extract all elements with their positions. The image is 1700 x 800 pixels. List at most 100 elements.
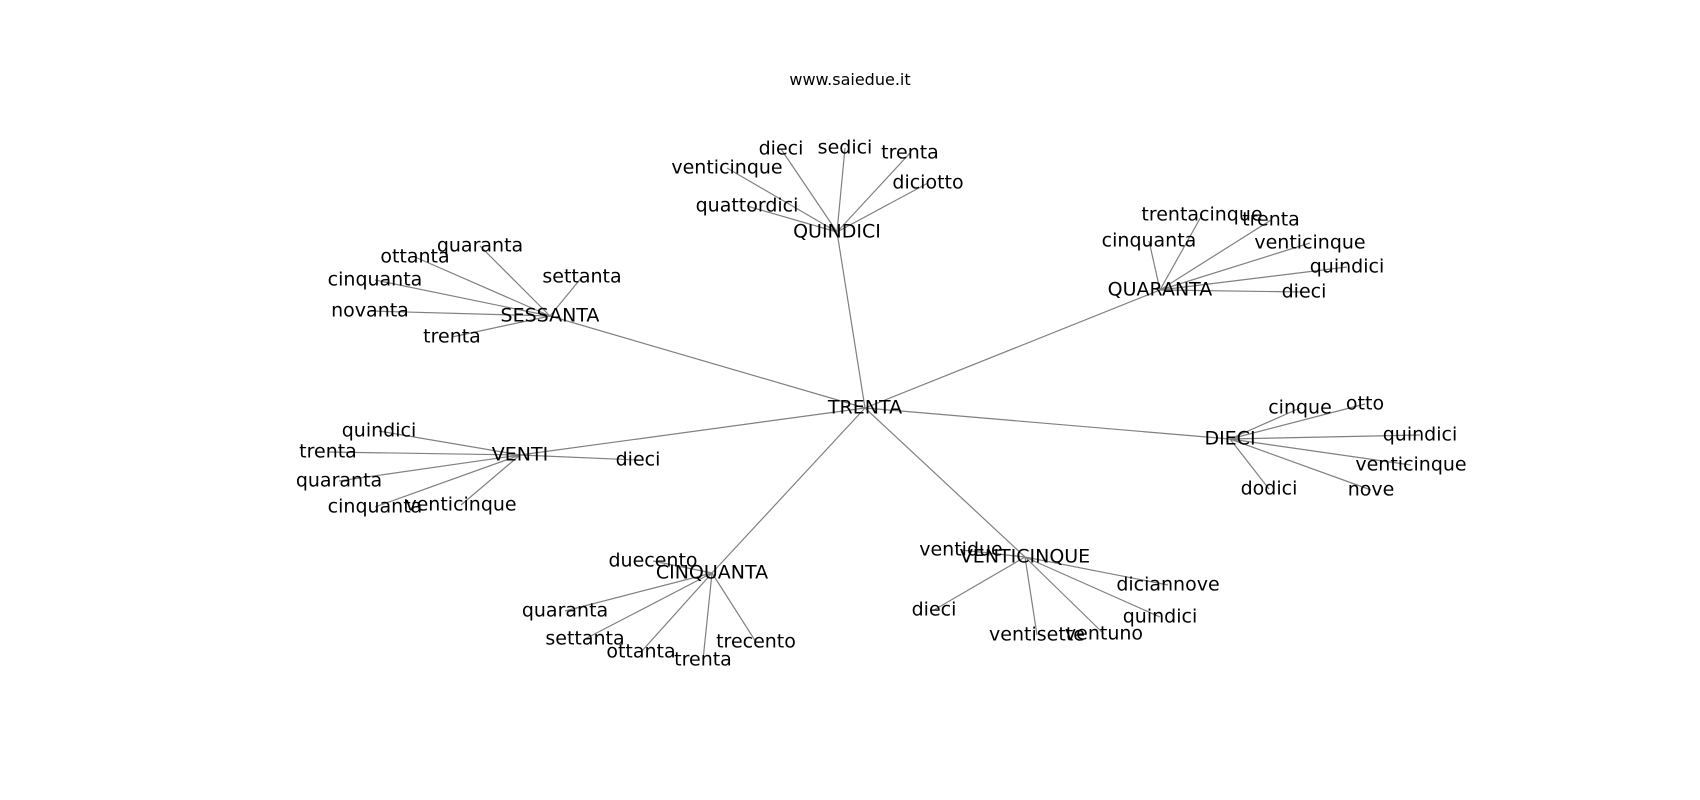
node-leaf-quaranta-quindici: quindici	[1310, 256, 1385, 278]
node-leaf-cinquanta-trecento: trecento	[716, 631, 796, 653]
node-leaf-venticinque-quindici: quindici	[1123, 606, 1198, 628]
edge-dieci-otto	[1229, 403, 1366, 440]
node-leaf-quindici-diciotto: diciotto	[892, 172, 963, 194]
edge-quaranta-dieci	[1159, 289, 1305, 293]
node-leaf-sessanta-cinquanta: cinquanta	[328, 269, 423, 291]
node-hub-dieci: DIECI	[1204, 428, 1255, 450]
node-leaf-cinquanta-ottanta: ottanta	[606, 641, 675, 663]
edge-dieci-quindici	[1229, 434, 1421, 440]
node-leaf-venti-quaranta: quaranta	[296, 470, 382, 492]
node-leaf-cinquanta-trenta: trenta	[674, 649, 732, 671]
node-leaf-venti-dieci: dieci	[616, 449, 661, 471]
edge-dieci-venticinque	[1229, 438, 1412, 466]
node-leaf-quindici-dieci: dieci	[759, 138, 804, 160]
edge-quindici-trenta	[836, 152, 911, 233]
edge-venticinque-ventidue	[960, 549, 1026, 558]
node-leaf-quindici-quattordici: quattordici	[696, 195, 799, 217]
node-leaf-venticinque-dieci: dieci	[912, 599, 957, 621]
node-leaf-venticinque-ventuno: ventuno	[1065, 623, 1143, 645]
edge-cinquanta-settanta	[584, 572, 713, 640]
edge-quaranta-venticinque	[1159, 242, 1311, 291]
edge-cinquanta-trecento	[711, 572, 757, 643]
node-leaf-dieci-venticinque: venticinque	[1355, 454, 1466, 476]
node-leaf-venti-cinquanta: cinquanta	[328, 496, 423, 518]
edge-cinquanta-ottanta	[640, 572, 713, 653]
node-leaf-sessanta-ottanta: ottanta	[380, 246, 449, 268]
edge-venticinque-diciannove	[1024, 556, 1169, 586]
edge-trenta-quindici	[836, 231, 866, 409]
node-leaf-sessanta-trenta: trenta	[423, 326, 481, 348]
edge-trenta-quaranta	[864, 289, 1161, 409]
edge-venticinque-quindici	[1024, 556, 1161, 618]
node-leaf-cinquanta-quaranta: quaranta	[522, 600, 608, 622]
node-leaf-venticinque-diciannove: diciannove	[1116, 574, 1219, 596]
edge-venticinque-ventuno	[1024, 556, 1105, 635]
edge-venticinque-dieci	[933, 556, 1026, 611]
edge-trenta-dieci	[864, 407, 1231, 440]
node-leaf-quindici-trenta: trenta	[881, 142, 939, 164]
edge-cinquanta-duecento	[652, 560, 713, 574]
node-leaf-cinquanta-duecento: duecento	[608, 550, 697, 572]
node-leaf-quindici-sedici: sedici	[818, 137, 873, 159]
node-hub-quindici: QUINDICI	[793, 221, 881, 243]
node-leaf-quaranta-dieci: dieci	[1282, 281, 1327, 303]
edge-venti-trenta	[327, 451, 521, 456]
edge-quindici-venticinque	[726, 167, 838, 233]
edge-cinquanta-trenta	[702, 572, 713, 661]
node-hub-venti: VENTI	[492, 444, 548, 466]
site-title: www.saiedue.it	[789, 70, 911, 89]
edge-quindici-sedici	[836, 147, 846, 233]
edge-quindici-diciotto	[836, 182, 929, 233]
node-leaf-quaranta-venticinque: venticinque	[1254, 232, 1365, 254]
node-root-trenta: TRENTA	[827, 397, 902, 419]
node-leaf-dieci-nove: nove	[1348, 479, 1395, 501]
edge-sessanta-trenta	[451, 315, 551, 338]
node-leaf-venticinque-ventisette: ventisette	[989, 624, 1085, 646]
node-leaf-quaranta-cinquanta: cinquanta	[1102, 230, 1197, 252]
edge-trenta-venticinque	[864, 407, 1026, 558]
edge-quaranta-cinquanta	[1148, 240, 1161, 291]
edge-quaranta-quindici	[1159, 266, 1348, 291]
node-leaf-dieci-otto: otto	[1346, 393, 1384, 415]
edge-quindici-dieci	[780, 148, 838, 233]
node-leaf-venti-quindici: quindici	[342, 420, 417, 442]
edge-venti-venticinque	[460, 454, 521, 506]
node-leaf-cinquanta-settanta: settanta	[545, 628, 624, 650]
node-leaf-dieci-cinque: cinque	[1268, 397, 1332, 419]
edge-cinquanta-quaranta	[564, 572, 713, 612]
edge-sessanta-settanta	[549, 276, 583, 317]
edge-trenta-sessanta	[549, 315, 866, 409]
edge-venti-quindici	[378, 430, 521, 456]
edge-dieci-dodici	[1229, 438, 1270, 490]
node-hub-quaranta: QUARANTA	[1108, 279, 1213, 301]
edge-quaranta-trenta	[1159, 219, 1272, 291]
edge-sessanta-novanta	[369, 310, 551, 317]
edge-venti-cinquanta	[374, 454, 521, 508]
node-leaf-venticinque-ventidue: ventidue	[919, 539, 1003, 561]
edge-trenta-cinquanta	[711, 407, 866, 574]
node-hub-cinquanta: CINQUANTA	[656, 562, 768, 584]
node-leaf-dieci-quindici: quindici	[1383, 424, 1458, 446]
node-leaf-quaranta-trenta: trenta	[1242, 209, 1300, 231]
node-leaf-quindici-venticinque: venticinque	[671, 157, 782, 179]
edge-quindici-quattordici	[746, 205, 838, 233]
edge-venticinque-ventisette	[1024, 556, 1038, 636]
edge-dieci-cinque	[1229, 407, 1301, 440]
node-hub-sessanta: SESSANTA	[501, 305, 600, 327]
node-leaf-quaranta-trentacinque: trentacinque	[1141, 204, 1262, 226]
edge-sessanta-ottanta	[414, 256, 551, 317]
node-hub-venticinque: VENTICINQUE	[960, 546, 1090, 568]
edge-trenta-venti	[519, 407, 866, 456]
node-leaf-sessanta-novanta: novanta	[331, 300, 409, 322]
node-leaf-venti-trenta: trenta	[299, 441, 357, 463]
edge-venti-dieci	[519, 454, 639, 461]
node-leaf-sessanta-quaranta: quaranta	[437, 235, 523, 257]
node-leaf-venti-venticinque: venticinque	[405, 494, 516, 516]
node-leaf-dieci-dodici: dodici	[1241, 478, 1298, 500]
edge-quaranta-trentacinque	[1159, 214, 1203, 291]
edge-dieci-nove	[1229, 438, 1372, 491]
edge-sessanta-cinquanta	[374, 279, 551, 317]
node-leaf-sessanta-settanta: settanta	[542, 266, 621, 288]
